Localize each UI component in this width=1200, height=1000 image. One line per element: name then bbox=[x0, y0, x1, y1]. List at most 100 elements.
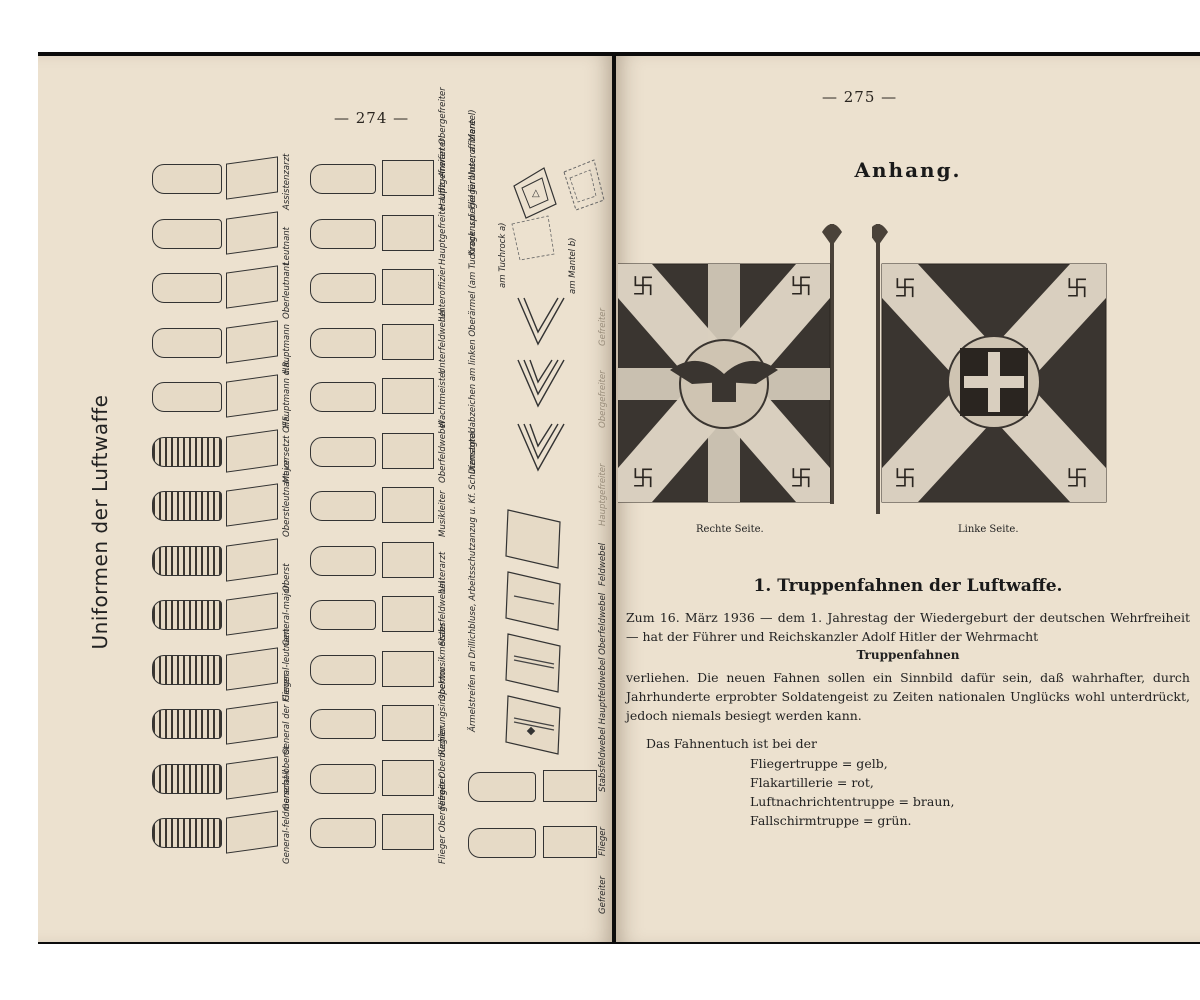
shoulder-strap-icon bbox=[310, 818, 376, 848]
collar-patch-icon bbox=[226, 592, 278, 636]
collar-patch-icon bbox=[226, 810, 278, 854]
officer-rank-label: Assistenzarzt bbox=[282, 153, 292, 210]
caption-rechte-seite: Rechte Seite. bbox=[696, 524, 764, 535]
shoulder-board-icon bbox=[152, 818, 222, 848]
shoulder-strap-icon bbox=[310, 436, 376, 467]
color-line-3: Luftnachrichtentruppe = braun, bbox=[750, 794, 955, 809]
collar-label-b: am Mantel b) bbox=[568, 237, 578, 294]
officer-rank-label: General-feldmarschall bbox=[282, 770, 292, 864]
collar-patch-icon bbox=[226, 701, 278, 745]
shoulder-strap-icon bbox=[310, 382, 376, 412]
flag-right-side: 卐 卐 卐 卐 bbox=[618, 224, 842, 504]
collar-patch-icon bbox=[226, 537, 278, 582]
color-line-4: Fallschirmtruppe = grün. bbox=[750, 813, 912, 828]
page-number-right: — 275 — bbox=[822, 88, 898, 106]
collar-patch-icon bbox=[226, 483, 278, 527]
svg-text:卐: 卐 bbox=[1066, 277, 1088, 302]
collar-patch-icon bbox=[382, 323, 434, 360]
collar-patch-icon bbox=[226, 755, 278, 800]
shoulder-board-icon bbox=[152, 763, 222, 794]
collar-patch-icon bbox=[226, 319, 278, 364]
intro-line: Das Fahnentuch ist bei der bbox=[646, 736, 817, 751]
centered-word: Truppenfahnen bbox=[856, 648, 960, 662]
svg-text:△: △ bbox=[532, 188, 540, 199]
shoulder-strap-icon bbox=[310, 273, 376, 303]
nco-rank-label: Musikleiter bbox=[438, 490, 448, 537]
collar-patch-icon bbox=[382, 814, 434, 850]
shoulder-board-icon bbox=[152, 436, 222, 467]
shoulder-board-icon bbox=[152, 164, 222, 194]
collar-patch-icon bbox=[382, 487, 434, 523]
nco-rank-label: Unterfeldwebel bbox=[438, 308, 448, 374]
shoulder-board-icon bbox=[152, 709, 222, 739]
appendix-heading: Anhang. bbox=[854, 158, 962, 182]
svg-text:卐: 卐 bbox=[894, 467, 916, 492]
nco-rank-label: Wachtmeister bbox=[438, 369, 448, 428]
collar-patch-icon bbox=[382, 214, 434, 251]
chevron-label: Dienstgradabzeichen am linken Oberärmel … bbox=[468, 109, 478, 474]
officer-rank-label: General der Flieger bbox=[282, 673, 292, 755]
color-line-1: Fliegertruppe = gelb, bbox=[750, 756, 888, 771]
collar-patch-icon bbox=[226, 156, 278, 200]
officer-rank-label: Oberstleutnant versetzt OFF. bbox=[282, 414, 292, 537]
collar-patch-icon bbox=[226, 374, 278, 418]
collar-patch-icon bbox=[226, 265, 278, 309]
caption-linke-seite: Linke Seite. bbox=[958, 524, 1019, 535]
nco-rank-label: Hauptgefreiter Uffz.-Anwärter bbox=[438, 137, 448, 265]
color-line-2: Flakartillerie = rot, bbox=[750, 775, 874, 790]
shoulder-strap-icon bbox=[310, 709, 376, 739]
shoulder-board-icon bbox=[152, 327, 222, 358]
collar-patch-icon bbox=[382, 650, 434, 687]
svg-text:卐: 卐 bbox=[790, 467, 812, 492]
collar-patch-illustration: △ bbox=[511, 159, 605, 261]
stripe-label: Ärmelstreifen an Drillichbluse, Arbeitss… bbox=[468, 431, 478, 732]
shoulder-strap-icon bbox=[310, 327, 376, 358]
shoulder-board-icon bbox=[152, 382, 222, 412]
section-title: 1. Truppenfahnen der Luftwaffe. bbox=[753, 576, 1063, 596]
shoulder-strap-icon bbox=[310, 218, 376, 249]
shoulder-strap-icon bbox=[310, 491, 376, 521]
collar-patch-icon bbox=[382, 596, 434, 632]
collar-patch-icon bbox=[382, 432, 434, 469]
svg-text:卐: 卐 bbox=[632, 467, 654, 492]
page-number-left: — 274 — bbox=[334, 109, 410, 127]
nco-rank-label: Oberfeldwebel bbox=[438, 420, 448, 483]
collar-patch-icon bbox=[226, 210, 278, 255]
vertical-title: Uniformen der Luftwaffe bbox=[88, 394, 112, 650]
officer-rank-label: Leutnant bbox=[282, 226, 292, 265]
page-275: — 275 — Anhang. 卐 卐 卐 卐 Rechte Seite. bbox=[616, 56, 1200, 942]
flag-left-side: 卐 卐 卐 卐 bbox=[872, 224, 1107, 514]
svg-text:卐: 卐 bbox=[1066, 467, 1088, 492]
collar-patch-icon bbox=[226, 428, 278, 473]
sleeve-stripes bbox=[505, 509, 561, 755]
svg-text:卐: 卐 bbox=[790, 275, 812, 300]
shoulder-strap-icon bbox=[310, 545, 376, 576]
shoulder-board-icon bbox=[152, 218, 222, 249]
open-book: — 274 — Uniformen der Luftwaffe Assisten… bbox=[38, 52, 1200, 944]
shoulder-strap-icon bbox=[310, 654, 376, 685]
paragraph-1: Zum 16. März 1936 — dem 1. Jahrestag der… bbox=[626, 610, 1190, 644]
shoulder-strap-icon bbox=[310, 763, 376, 794]
shoulder-board-icon bbox=[152, 600, 222, 630]
collar-patch-icon bbox=[382, 541, 434, 578]
shoulder-board-icon bbox=[152, 491, 222, 521]
collar-patch-icon bbox=[382, 759, 434, 796]
collar-patch-icon bbox=[382, 269, 434, 305]
shoulder-board-icon bbox=[152, 273, 222, 303]
shoulder-strap-icon bbox=[310, 600, 376, 630]
officer-rank-label: Oberleutnant bbox=[282, 262, 292, 319]
svg-text:卐: 卐 bbox=[894, 277, 916, 302]
collar-label-a: am Tuchrock a) bbox=[498, 222, 508, 289]
nco-rank-label: Flieger Obergefreiter bbox=[438, 774, 448, 864]
svg-text:卐: 卐 bbox=[632, 275, 654, 300]
shoulder-strap-icon bbox=[310, 164, 376, 194]
collar-patch-icon bbox=[382, 705, 434, 741]
sleeve-chevrons bbox=[517, 297, 565, 472]
shoulder-board-icon bbox=[152, 654, 222, 685]
page-274: — 274 — Uniformen der Luftwaffe Assisten… bbox=[38, 56, 612, 942]
shoulder-board-icon bbox=[152, 545, 222, 576]
collar-patch-icon bbox=[382, 378, 434, 414]
collar-patch-icon bbox=[382, 160, 434, 196]
paragraph-2: verliehen. Die neuen Fahnen sollen ein S… bbox=[626, 670, 1190, 723]
collar-patch-icon bbox=[226, 646, 278, 691]
